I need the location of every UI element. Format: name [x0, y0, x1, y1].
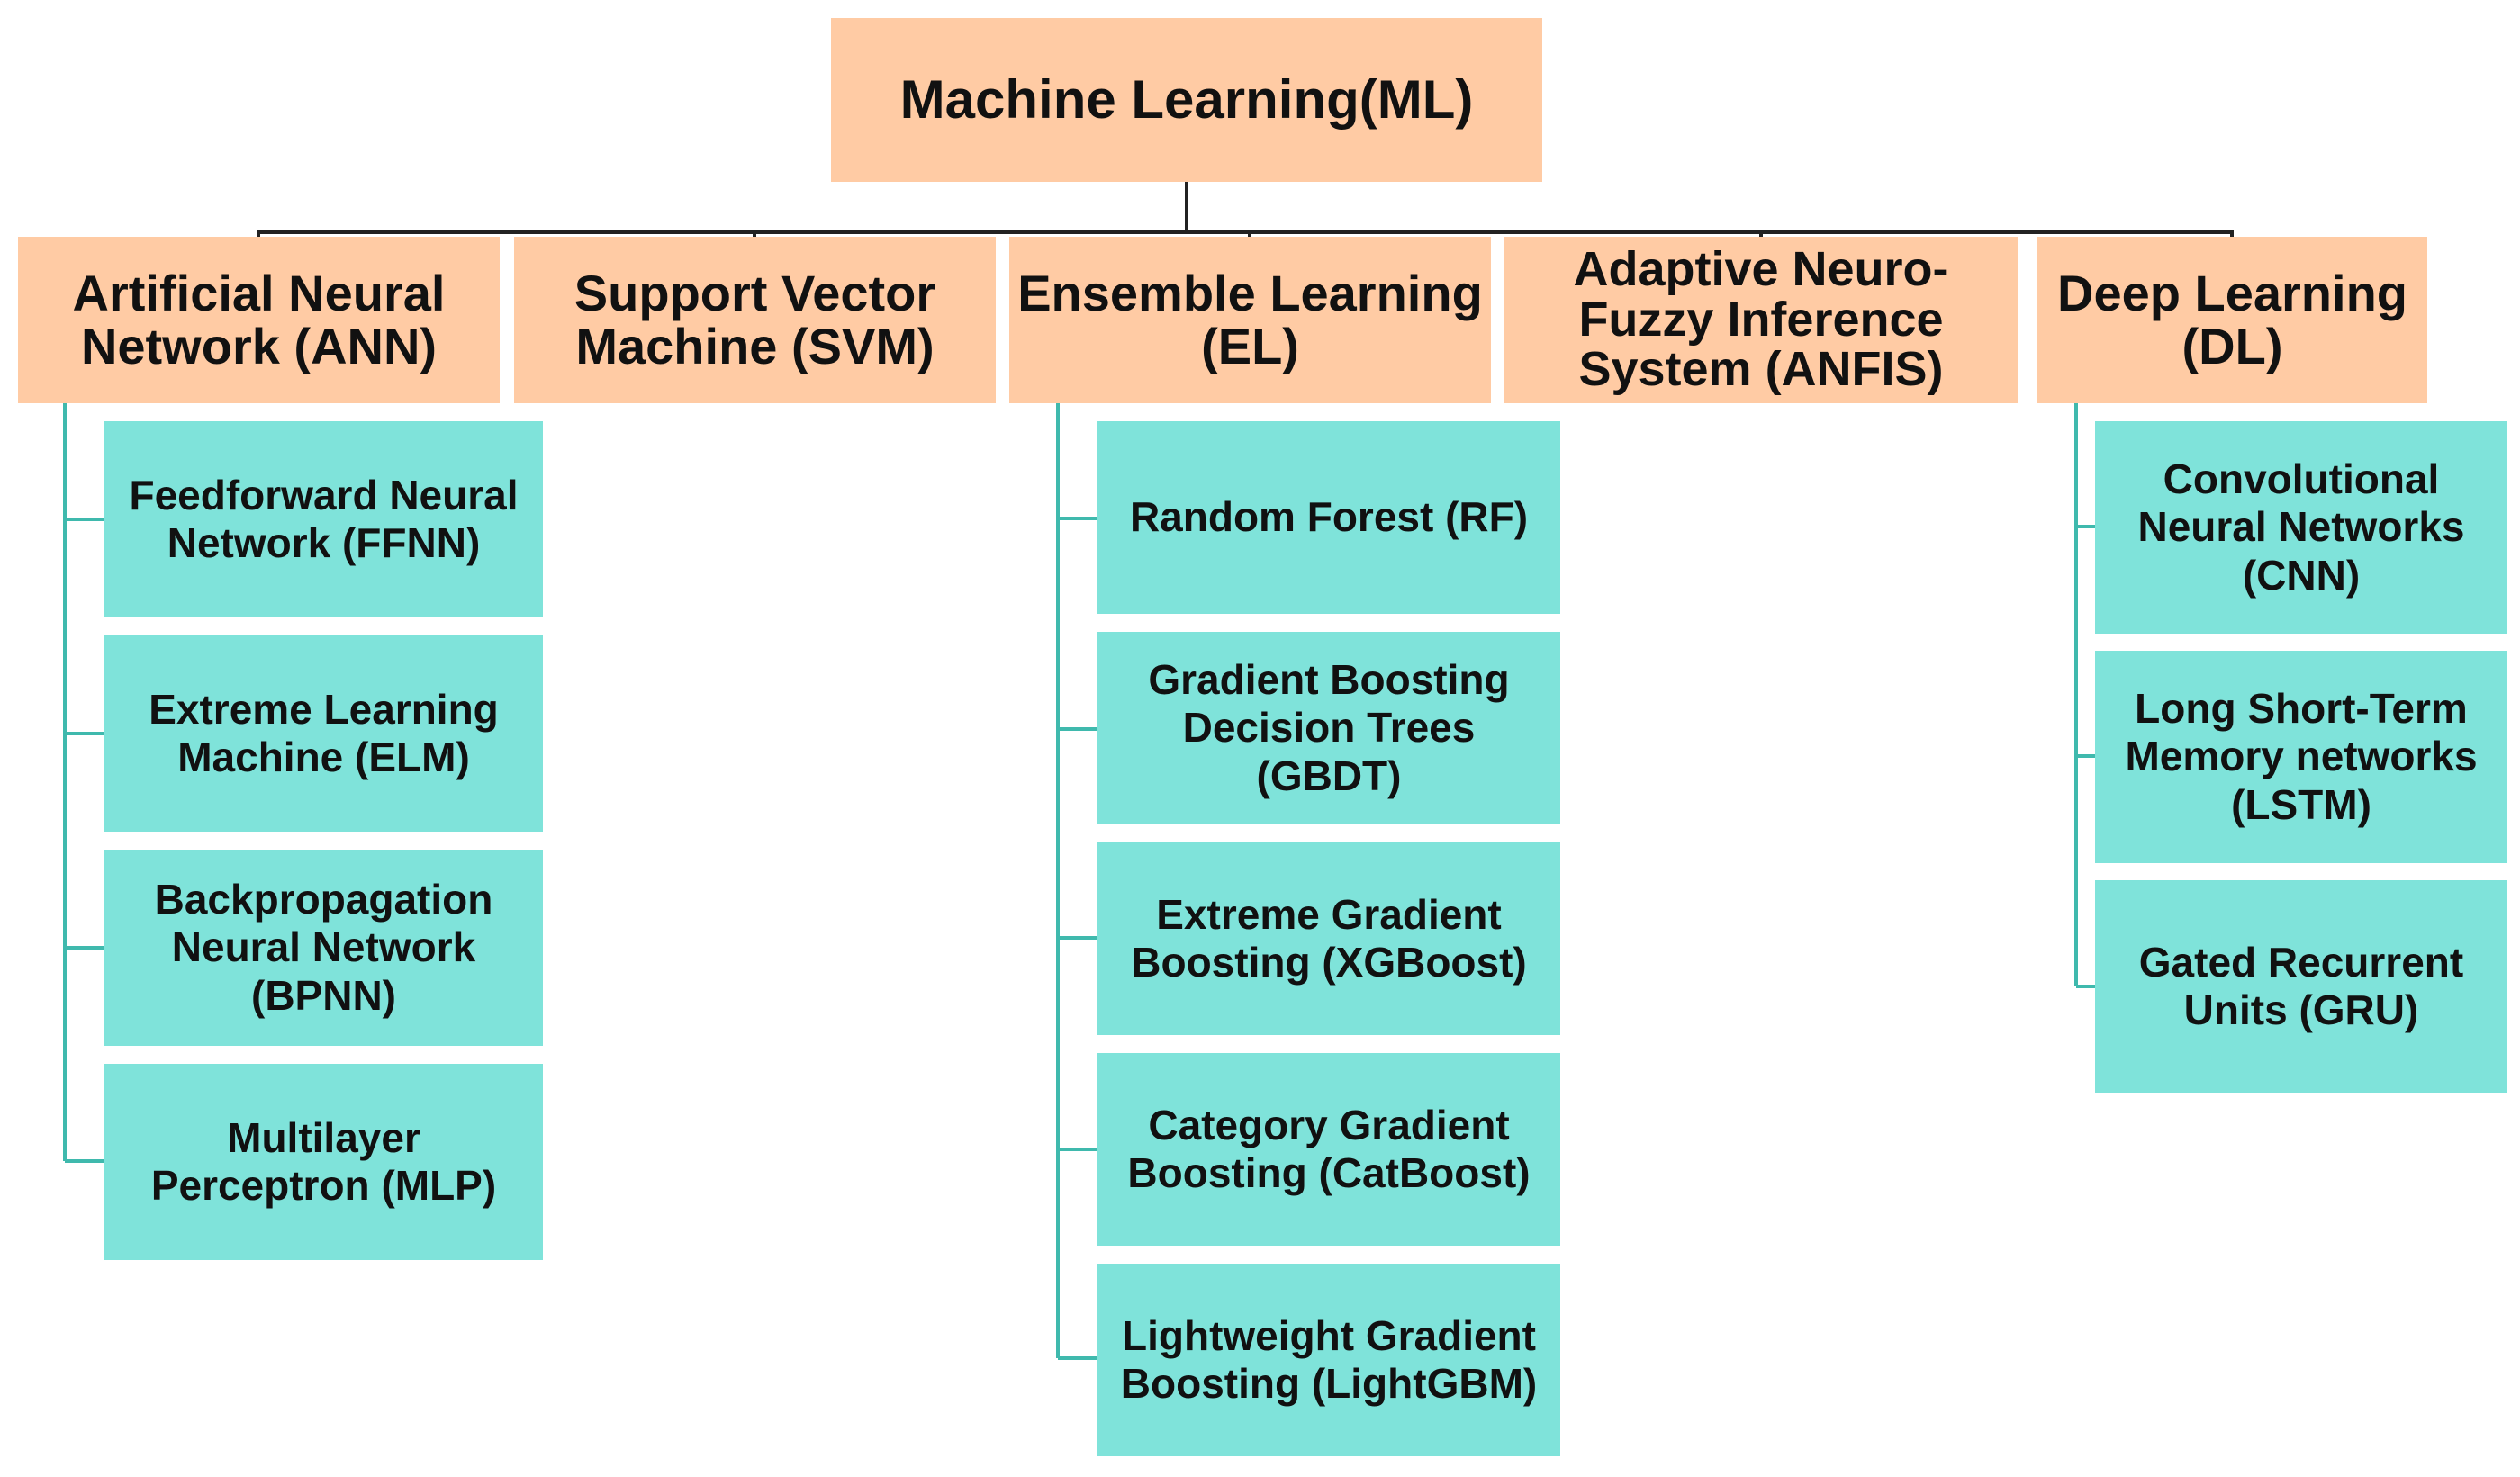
root-node-machine-learning: Machine Learning(ML) [831, 18, 1542, 182]
leaf-lightgbm: Lightweight Gradient Boosting (LightGBM) [1097, 1264, 1560, 1456]
category-dl: Deep Learning (DL) [2037, 237, 2427, 403]
root-node-label: Machine Learning(ML) [899, 68, 1474, 130]
leaf-label: Gated Recurrent Units (GRU) [2138, 938, 2464, 1033]
category-el: Ensemble Learning (EL) [1009, 237, 1491, 403]
category-label: Ensemble Learning (EL) [1017, 264, 1483, 374]
leaf-rf: Random Forest (RF) [1097, 421, 1560, 614]
leaf-gru: Gated Recurrent Units (GRU) [2095, 880, 2507, 1093]
category-label: Support Vector Machine (SVM) [574, 264, 936, 374]
leaf-label: Extreme Gradient Boosting (XGBoost) [1131, 890, 1527, 986]
leaf-label: Category Gradient Boosting (CatBoost) [1127, 1101, 1531, 1196]
category-label: Artificial Neural Network (ANN) [72, 264, 446, 374]
ann-branch-lines [63, 403, 104, 1163]
leaf-label: Long Short-Term Memory networks (LSTM) [2125, 684, 2478, 828]
el-branch-lines [1056, 403, 1097, 1360]
leaf-bpnn: Backpropagation Neural Network (BPNN) [104, 850, 543, 1046]
leaf-elm: Extreme Learning Machine (ELM) [104, 635, 543, 832]
dl-branch-lines [2074, 403, 2095, 988]
leaf-label: Gradient Boosting Decision Trees (GBDT) [1148, 655, 1510, 799]
leaf-lstm: Long Short-Term Memory networks (LSTM) [2095, 651, 2507, 863]
leaf-catboost: Category Gradient Boosting (CatBoost) [1097, 1053, 1560, 1246]
leaf-label: Lightweight Gradient Boosting (LightGBM) [1120, 1311, 1538, 1407]
leaf-cnn: Convolutional Neural Networks (CNN) [2095, 421, 2507, 634]
category-label: Adaptive Neuro- Fuzzy Inference System (… [1573, 242, 1949, 397]
category-label: Deep Learning (DL) [2057, 264, 2407, 374]
leaf-xgboost: Extreme Gradient Boosting (XGBoost) [1097, 842, 1560, 1035]
leaf-ffnn: Feedforward Neural Network (FFNN) [104, 421, 543, 617]
leaf-gbdt: Gradient Boosting Decision Trees (GBDT) [1097, 632, 1560, 824]
leaf-label: Feedforward Neural Network (FFNN) [129, 471, 519, 566]
leaf-label: Convolutional Neural Networks (CNN) [2137, 455, 2465, 599]
leaf-label: Random Forest (RF) [1129, 493, 1529, 541]
category-anfis: Adaptive Neuro- Fuzzy Inference System (… [1504, 237, 2018, 403]
category-svm: Support Vector Machine (SVM) [514, 237, 996, 403]
leaf-label: Backpropagation Neural Network (BPNN) [154, 875, 493, 1019]
leaf-mlp: Multilayer Perceptron (MLP) [104, 1064, 543, 1260]
category-ann: Artificial Neural Network (ANN) [18, 237, 500, 403]
leaf-label: Multilayer Perceptron (MLP) [150, 1113, 497, 1209]
leaf-label: Extreme Learning Machine (ELM) [149, 685, 499, 780]
